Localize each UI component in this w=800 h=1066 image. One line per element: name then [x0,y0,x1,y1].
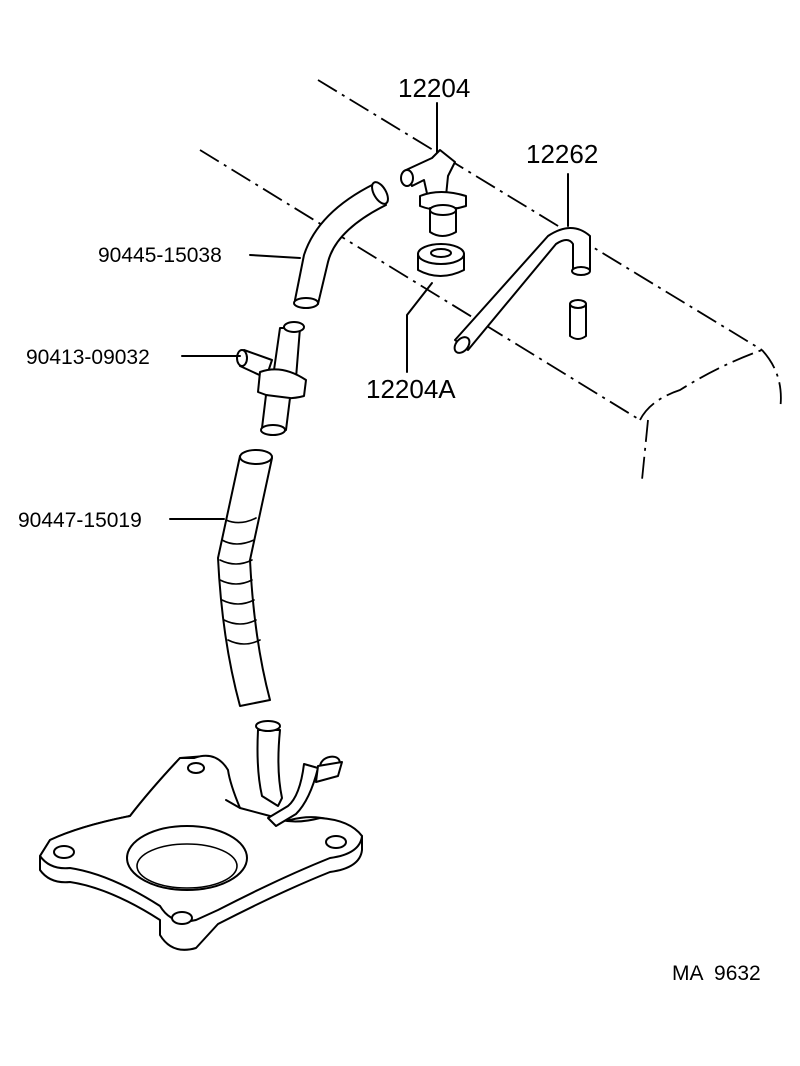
hose-12262 [453,227,591,354]
label-90413-09032: 90413-09032 [26,346,150,369]
hose-90447-15019 [217,449,273,707]
label-90445-15038: 90445-15038 [98,244,222,267]
leader-lines [169,102,569,520]
label-90447-15019: 90447-15019 [18,509,142,532]
pcv-valve-12204 [400,149,467,237]
head-cover-outline [199,79,782,481]
label-12204: 12204 [398,73,470,103]
diagram-code: MA 9632 [672,962,761,985]
grommet-12204A [417,243,465,277]
spacer-nipples [255,720,343,827]
label-12204A: 12204A [366,374,456,404]
carburetor-spacer [39,754,363,951]
hose-90445-15038 [293,181,389,309]
label-12262: 12262 [526,139,598,169]
small-pipe [569,299,587,340]
union-90413-09032 [236,321,307,436]
